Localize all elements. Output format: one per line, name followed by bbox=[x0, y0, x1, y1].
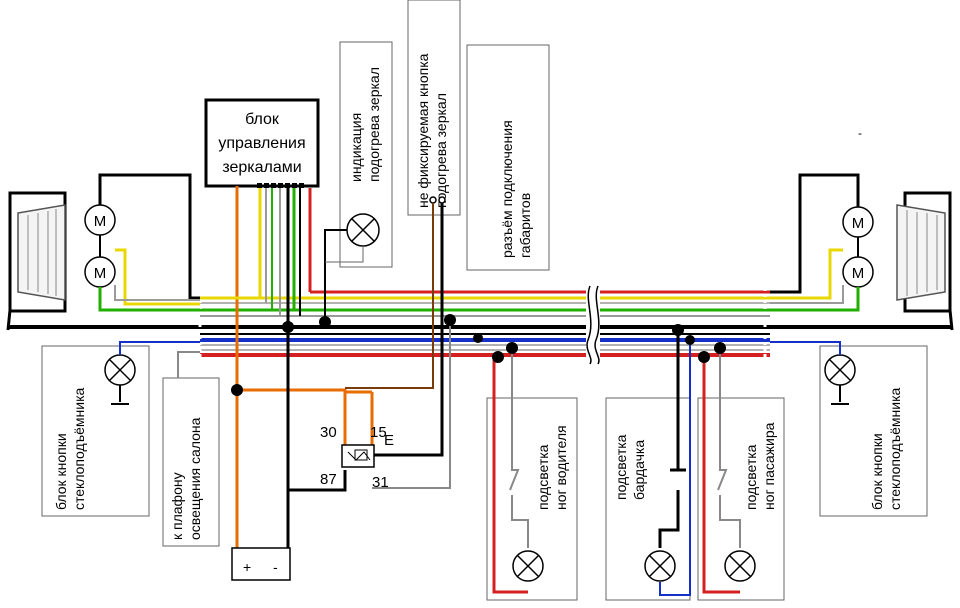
harness-bundle bbox=[8, 290, 952, 357]
mirror-heat-indicator-line-2: подогрева зеркал bbox=[366, 67, 382, 182]
mirror-heat-indicator: индикация подогрева зеркал bbox=[324, 41, 393, 322]
glovebox-line-1: подсветка bbox=[613, 434, 629, 500]
relay-pin-E: E bbox=[384, 432, 394, 449]
nonlatching-button-line-1: не фиксируемая кнопка bbox=[415, 53, 431, 208]
mirror-control-unit-line-2: управления bbox=[218, 135, 305, 152]
motor-label: M bbox=[94, 265, 107, 282]
control-unit-pins bbox=[257, 183, 304, 188]
driver-footwell-light: подсветка ног водителя bbox=[486, 348, 578, 601]
left-mirror-glass bbox=[17, 204, 66, 301]
interior-lamp-connection: к плафону освещения салона bbox=[162, 351, 220, 547]
window-block-left-line-1: блок кнопки bbox=[53, 433, 69, 510]
mirror-control-unit: блок управления зеркалами bbox=[204, 98, 320, 188]
indicator-lamp bbox=[346, 213, 380, 247]
control-unit-wires bbox=[200, 186, 347, 548]
bundle-break-symbol bbox=[586, 285, 600, 365]
nonlatching-button-line-2: подогрева зеркал bbox=[433, 93, 449, 208]
window-block-left-line-2: стеклоподъёмника bbox=[71, 387, 87, 510]
junction-dots bbox=[231, 314, 726, 396]
glovebox-light: подсветка бардачка bbox=[605, 330, 691, 601]
motor-label: M bbox=[852, 265, 865, 282]
window-block-left: блок кнопки стеклоподъёмника bbox=[41, 341, 200, 517]
driver-footwell-line-1: подсветка bbox=[535, 444, 551, 510]
interior-lamp-line-2: освещения салона bbox=[187, 417, 203, 540]
window-block-right-line-1: блок кнопки bbox=[869, 433, 885, 510]
left-motor-1: M bbox=[84, 204, 116, 236]
motor-label: M bbox=[94, 213, 107, 230]
relay-pin-87: 87 bbox=[320, 471, 337, 488]
battery-minus: - bbox=[273, 559, 278, 575]
right-mirror-glass bbox=[896, 204, 946, 301]
relay-pin-30: 30 bbox=[320, 424, 337, 441]
right-motor-1: M bbox=[842, 206, 874, 238]
interior-lamp-line-1: к плафону bbox=[169, 472, 185, 540]
passenger-footwell-line-1: подсветка bbox=[743, 444, 759, 510]
window-block-right-line-2: стеклоподъёмника bbox=[887, 387, 903, 510]
left-mirror: M M bbox=[6, 173, 200, 331]
mirror-heat-indicator-line-1: индикация bbox=[348, 113, 364, 182]
top-right-mark: - bbox=[858, 126, 862, 140]
window-block-right: блок кнопки стеклоподъёмника bbox=[770, 341, 928, 517]
relay-pin-31: 31 bbox=[372, 474, 389, 491]
mirror-control-unit-line-1: блок bbox=[245, 111, 280, 128]
marker-lights-connector-line-1: разъём подключения bbox=[499, 120, 515, 258]
left-motor-2: M bbox=[84, 256, 116, 288]
mirror-control-unit-line-3: зеркалами bbox=[222, 159, 301, 176]
battery: + - bbox=[231, 547, 291, 581]
battery-plus: + bbox=[243, 559, 251, 575]
marker-lights-connector: разъём подключения габаритов bbox=[466, 44, 550, 271]
right-mirror: M M bbox=[770, 173, 954, 331]
motor-label: M bbox=[852, 215, 865, 232]
driver-footwell-line-2: ног водителя bbox=[553, 425, 569, 510]
passenger-footwell-light: подсветка ног пасажира bbox=[697, 350, 785, 601]
relay-pin-15: 15 bbox=[370, 424, 387, 441]
glovebox-line-2: бардачка bbox=[631, 440, 647, 500]
marker-lights-connector-line-2: габаритов bbox=[517, 193, 533, 258]
relay: 30 15 E 87 31 bbox=[320, 390, 394, 491]
nonlatching-button: не фиксируемая кнопка подогрева зеркал bbox=[345, 0, 461, 489]
right-motor-2: M bbox=[842, 256, 874, 288]
passenger-footwell-line-2: ног пасажира bbox=[761, 422, 777, 510]
